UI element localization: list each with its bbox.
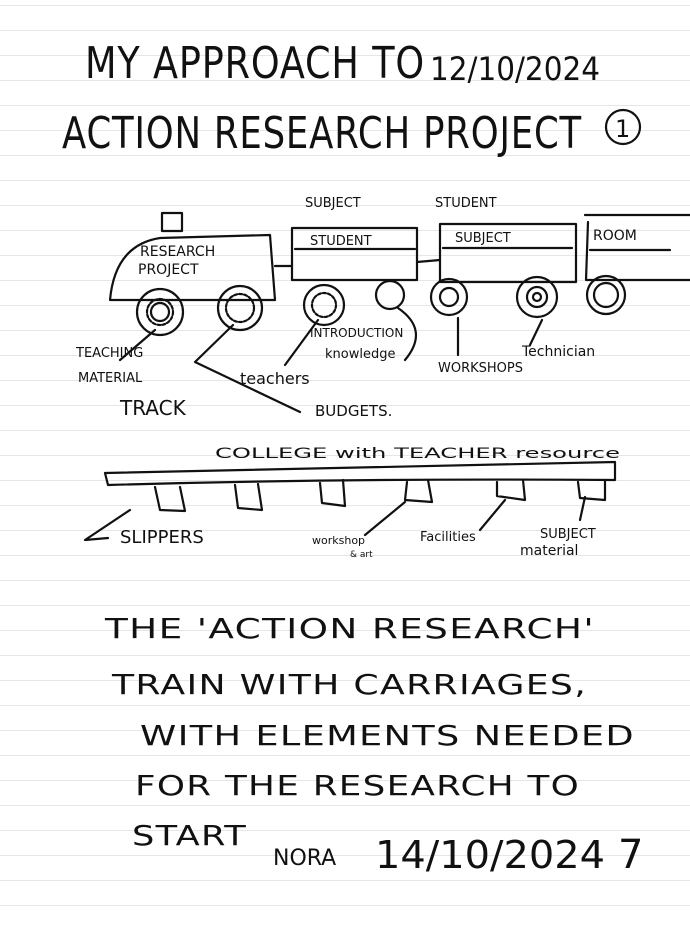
caption-line-3: WITH ELEMENTS NEEDED xyxy=(140,719,635,752)
wheels xyxy=(135,274,627,337)
label-sleepers: SLIPPERS xyxy=(120,527,204,548)
label-workshop: workshop xyxy=(312,534,365,547)
label-material: MATERIAL xyxy=(78,371,143,386)
carriage-3: ROOM xyxy=(583,213,690,282)
caption-line-5: START xyxy=(132,819,247,852)
carriage-1: STUDENT SUBJECT xyxy=(290,196,419,282)
page-marker: 1 xyxy=(615,115,630,143)
label-teaching: TEACHING xyxy=(75,346,143,361)
engine-label-1: RESEARCH xyxy=(140,244,215,260)
track-top-label: COLLEGE with TEACHER resource xyxy=(215,446,620,462)
label-facilities: Facilities xyxy=(420,530,476,545)
signature: NORA xyxy=(273,846,336,871)
label-workshop-sub: & art xyxy=(350,550,373,560)
page-marker-circle xyxy=(604,108,642,146)
title-line-1: MY APPROACH TO xyxy=(85,38,425,89)
rail xyxy=(83,460,617,542)
label-budgets: BUDGETS. xyxy=(315,402,392,420)
carriage-1-label: STUDENT xyxy=(310,234,372,249)
label-track: TRACK xyxy=(119,396,187,420)
carriage-2-top-label: STUDENT xyxy=(435,196,497,211)
signature-date: 14/10/2024 xyxy=(375,833,605,877)
chimney xyxy=(160,211,184,233)
engine-label-2: PROJECT xyxy=(138,262,199,278)
carriage-2: SUBJECT STUDENT xyxy=(435,196,578,284)
title-line-2: ACTION RESEARCH PROJECT xyxy=(62,108,582,159)
caption-line-1: THE 'ACTION RESEARCH' xyxy=(104,612,595,645)
label-subject: SUBJECT xyxy=(540,527,596,542)
signature-number: 7 xyxy=(618,832,643,878)
title-date: 12/10/2024 xyxy=(430,50,600,88)
label-teachers: teachers xyxy=(240,369,310,388)
label-technician: Technician xyxy=(521,344,595,360)
carriage-2-label: SUBJECT xyxy=(455,231,511,246)
caption-line-2: TRAIN WITH CARRIAGES, xyxy=(111,668,587,701)
carriage-1-top-label: SUBJECT xyxy=(305,196,361,211)
label-subject-material: material xyxy=(520,543,578,559)
label-introduction: INTRODUCTION xyxy=(310,326,403,340)
label-workshops: WORKSHOPS xyxy=(438,361,523,376)
carriage-3-label: ROOM xyxy=(593,228,637,244)
label-knowledge: knowledge xyxy=(325,347,395,362)
caption-line-4: FOR THE RESEARCH TO xyxy=(135,769,580,802)
engine: RESEARCH PROJECT xyxy=(108,211,277,302)
